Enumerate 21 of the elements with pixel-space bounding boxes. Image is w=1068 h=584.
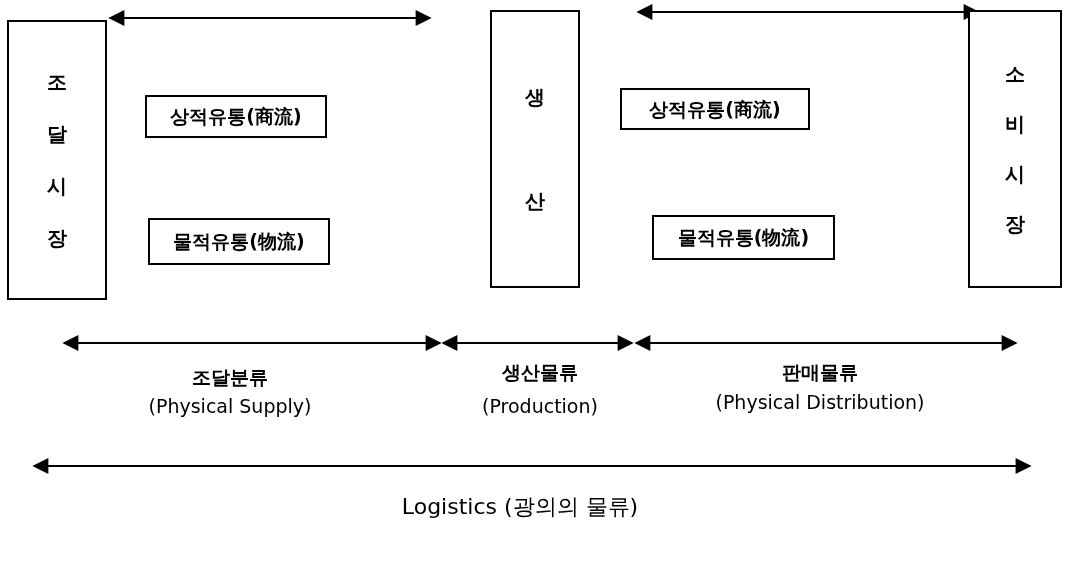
box-label: 물적유통(物流) bbox=[677, 225, 810, 251]
box-label: 상적유통(商流) bbox=[170, 104, 302, 130]
flow-box bbox=[148, 218, 330, 265]
flow-box bbox=[652, 215, 835, 260]
box-label: 상적유통(商流) bbox=[649, 96, 781, 122]
caption-text: Logistics (광의의 물류) bbox=[400, 493, 640, 521]
caption-text: 조달분류 bbox=[191, 365, 269, 390]
caption-text: (Physical Distribution) bbox=[714, 390, 926, 415]
box-label: 생산 bbox=[525, 84, 545, 215]
box-label: 소비시장 bbox=[1005, 61, 1025, 238]
caption-text: (Production) bbox=[481, 394, 599, 419]
flow-box bbox=[620, 88, 810, 130]
caption-text: (Physical Supply) bbox=[147, 394, 313, 419]
box-label: 물적유통(物流) bbox=[173, 229, 305, 255]
flow-box bbox=[145, 95, 327, 138]
market-box bbox=[968, 10, 1062, 288]
market-box bbox=[490, 10, 580, 288]
caption-text: 생산물류 bbox=[501, 360, 579, 385]
market-box bbox=[7, 20, 107, 300]
caption-text: 판매물류 bbox=[781, 360, 859, 385]
box-label: 조달시장 bbox=[47, 69, 67, 252]
